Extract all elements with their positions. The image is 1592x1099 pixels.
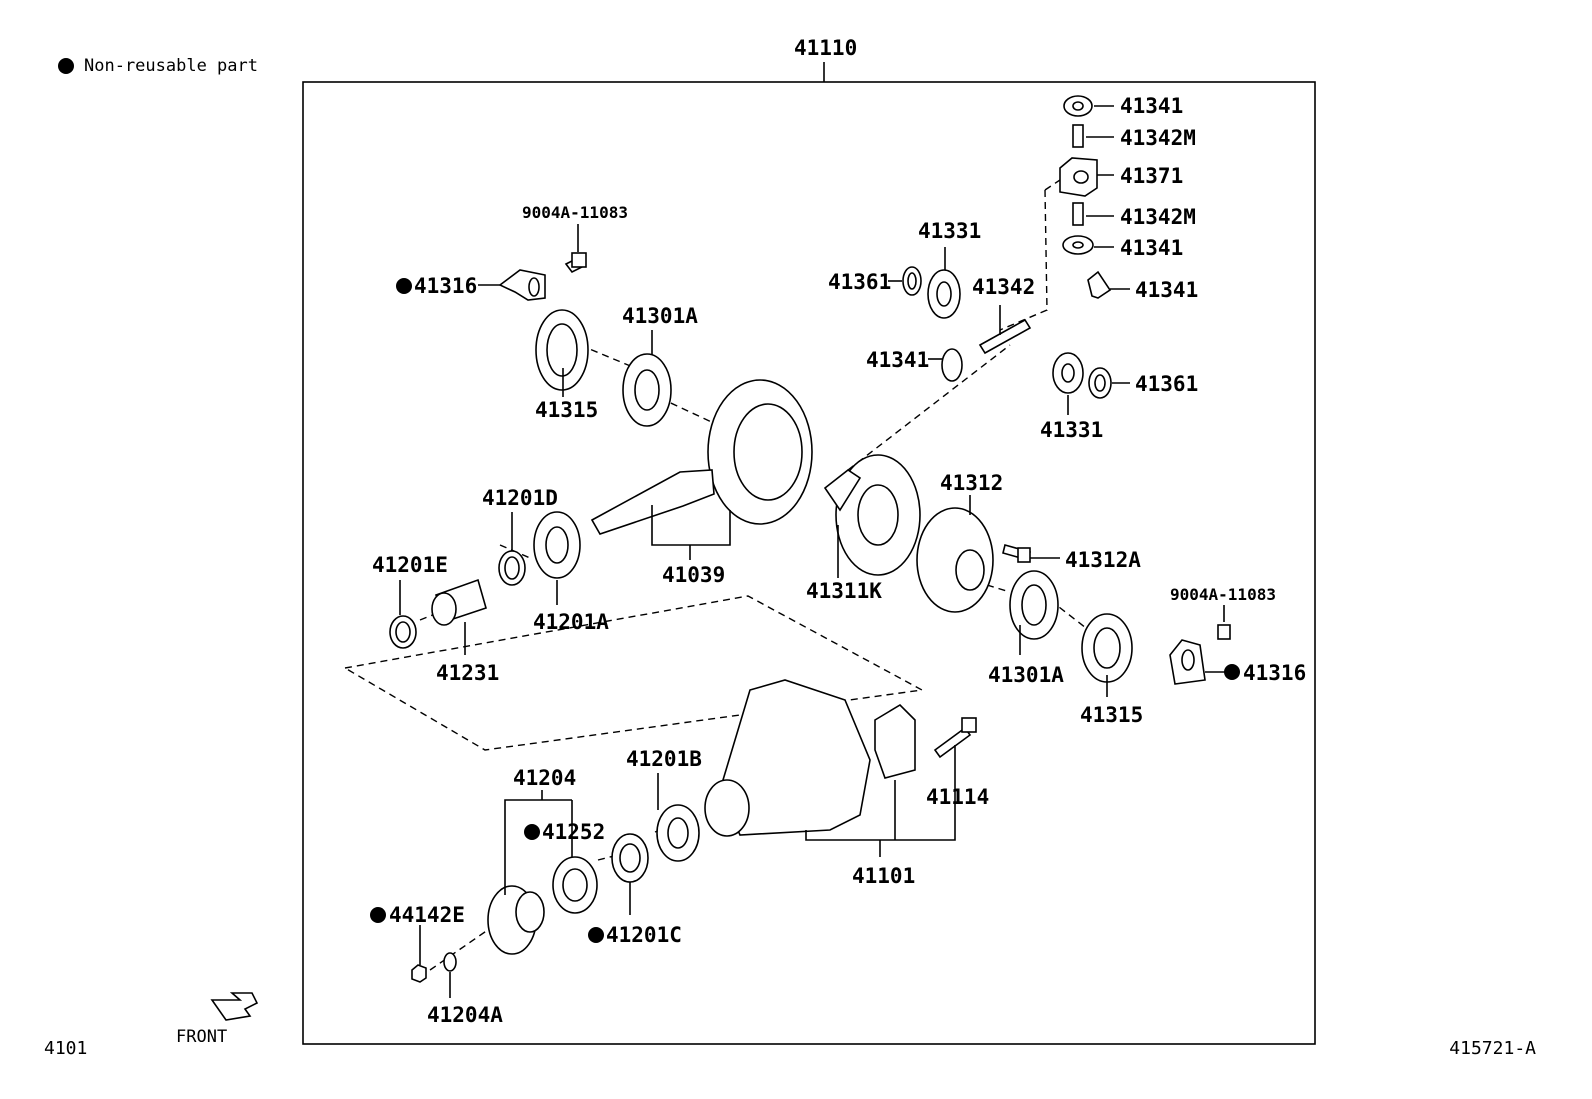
pinion-shaft-41342[interactable]: [978, 318, 1032, 355]
label-41371[interactable]: 41371: [1120, 164, 1183, 188]
bolt-9004a-upper[interactable]: [564, 252, 587, 274]
label-41311k[interactable]: 41311K: [806, 579, 882, 603]
bolt-41312a[interactable]: [1002, 544, 1031, 563]
bearing-41201a[interactable]: [533, 511, 581, 579]
non-reusable-dot-icon: [524, 824, 540, 840]
label-41341-c[interactable]: 41341: [1135, 278, 1198, 302]
race-41201d[interactable]: [498, 550, 526, 586]
carrier-housing-41101[interactable]: [704, 679, 916, 837]
label-41301a-left[interactable]: 41301A: [622, 304, 698, 328]
bolt-41114[interactable]: [933, 717, 977, 759]
side-gear-41331-upper[interactable]: [927, 269, 961, 319]
lock-plate-41316-right[interactable]: [1169, 639, 1206, 685]
page-code-right: 415721-A: [1449, 1038, 1536, 1059]
drive-pinion-41039[interactable]: [590, 469, 715, 535]
bearing-41301a-left[interactable]: [622, 353, 672, 427]
label-41204[interactable]: 41204: [513, 766, 576, 790]
pinion-gear-41341-third[interactable]: [1087, 270, 1112, 299]
pinion-gear-41341-second[interactable]: [1062, 235, 1094, 255]
diff-case-41311k[interactable]: [823, 454, 921, 576]
label-41039[interactable]: 41039: [662, 563, 725, 587]
bearing-41301a-right[interactable]: [1009, 570, 1059, 640]
pinion-shaft-41342m-top[interactable]: [1072, 124, 1084, 148]
diff-case-41312[interactable]: [916, 507, 994, 613]
label-41361-b[interactable]: 41361: [1135, 372, 1198, 396]
label-41315-left[interactable]: 41315: [535, 398, 598, 422]
adjusting-nut-41315-left[interactable]: [535, 309, 589, 391]
label-41342m-a[interactable]: 41342M: [1120, 126, 1196, 150]
adjusting-nut-41315-right[interactable]: [1081, 613, 1133, 683]
label-41331-b[interactable]: 41331: [1040, 418, 1103, 442]
bolt-9004a-lower[interactable]: [1217, 624, 1231, 640]
label-9004a-upper[interactable]: 9004A-11083: [522, 203, 628, 222]
side-gear-washer-41361-lower[interactable]: [1088, 367, 1112, 399]
side-gear-41331-lower[interactable]: [1052, 352, 1084, 394]
race-41201e[interactable]: [389, 615, 417, 649]
label-41341-a[interactable]: 41341: [1120, 94, 1183, 118]
ring-gear-41039[interactable]: [707, 379, 813, 525]
label-41301a-right[interactable]: 41301A: [988, 663, 1064, 687]
pinion-gear-41341-top[interactable]: [1063, 95, 1093, 117]
label-41361-a[interactable]: 41361: [828, 270, 891, 294]
pinion-shaft-41342m-bottom[interactable]: [1072, 202, 1084, 226]
assembly-frame: [302, 81, 1316, 1045]
label-41316-right[interactable]: 41316: [1243, 661, 1306, 685]
non-reusable-dot-icon: [370, 907, 386, 923]
label-41114[interactable]: 41114: [926, 785, 989, 809]
pinion-holder-41371[interactable]: [1059, 157, 1098, 197]
page-code-left: 4101: [44, 1038, 88, 1059]
label-41341-b[interactable]: 41341: [1120, 236, 1183, 260]
non-reusable-dot-icon: [58, 58, 74, 74]
label-41201d[interactable]: 41201D: [482, 486, 558, 510]
label-41341-d[interactable]: 41341: [866, 348, 929, 372]
side-gear-washer-41361-upper[interactable]: [902, 266, 922, 296]
bearing-41201b[interactable]: [656, 804, 700, 862]
label-41342m-b[interactable]: 41342M: [1120, 205, 1196, 229]
washer-41204a[interactable]: [443, 952, 457, 972]
non-reusable-dot-icon: [396, 278, 412, 294]
label-41231[interactable]: 41231: [436, 661, 499, 685]
label-41201c[interactable]: 41201C: [606, 923, 682, 947]
label-41315-right[interactable]: 41315: [1080, 703, 1143, 727]
label-44142e[interactable]: 44142E: [389, 903, 465, 927]
label-41204a[interactable]: 41204A: [427, 1003, 503, 1027]
pinion-gear-41341-fourth[interactable]: [941, 348, 963, 382]
label-41331-a[interactable]: 41331: [918, 219, 981, 243]
front-label: FRONT: [176, 1027, 228, 1047]
legend-text: Non-reusable part: [84, 56, 258, 76]
label-41201b[interactable]: 41201B: [626, 747, 702, 771]
oil-seal-41252[interactable]: [552, 856, 598, 914]
assembly-number[interactable]: 41110: [794, 36, 857, 60]
label-41201a[interactable]: 41201A: [533, 610, 609, 634]
nut-44142e[interactable]: [411, 964, 427, 983]
label-9004a-lower[interactable]: 9004A-11083: [1170, 585, 1276, 604]
label-41316-left[interactable]: 41316: [414, 274, 477, 298]
label-41101[interactable]: 41101: [852, 864, 915, 888]
spacer-41231[interactable]: [431, 578, 487, 626]
label-41252[interactable]: 41252: [542, 820, 605, 844]
non-reusable-dot-icon: [588, 927, 604, 943]
non-reusable-dot-icon: [1224, 664, 1240, 680]
companion-flange-41204[interactable]: [487, 885, 545, 955]
label-41312a[interactable]: 41312A: [1065, 548, 1141, 572]
label-41312[interactable]: 41312: [940, 471, 1003, 495]
race-41201c[interactable]: [611, 833, 649, 883]
front-arrow-icon: [210, 992, 259, 1021]
legend: Non-reusable part: [58, 56, 258, 76]
label-41342[interactable]: 41342: [972, 275, 1035, 299]
lock-plate-41316-left[interactable]: [498, 269, 546, 301]
label-41201e[interactable]: 41201E: [372, 553, 448, 577]
